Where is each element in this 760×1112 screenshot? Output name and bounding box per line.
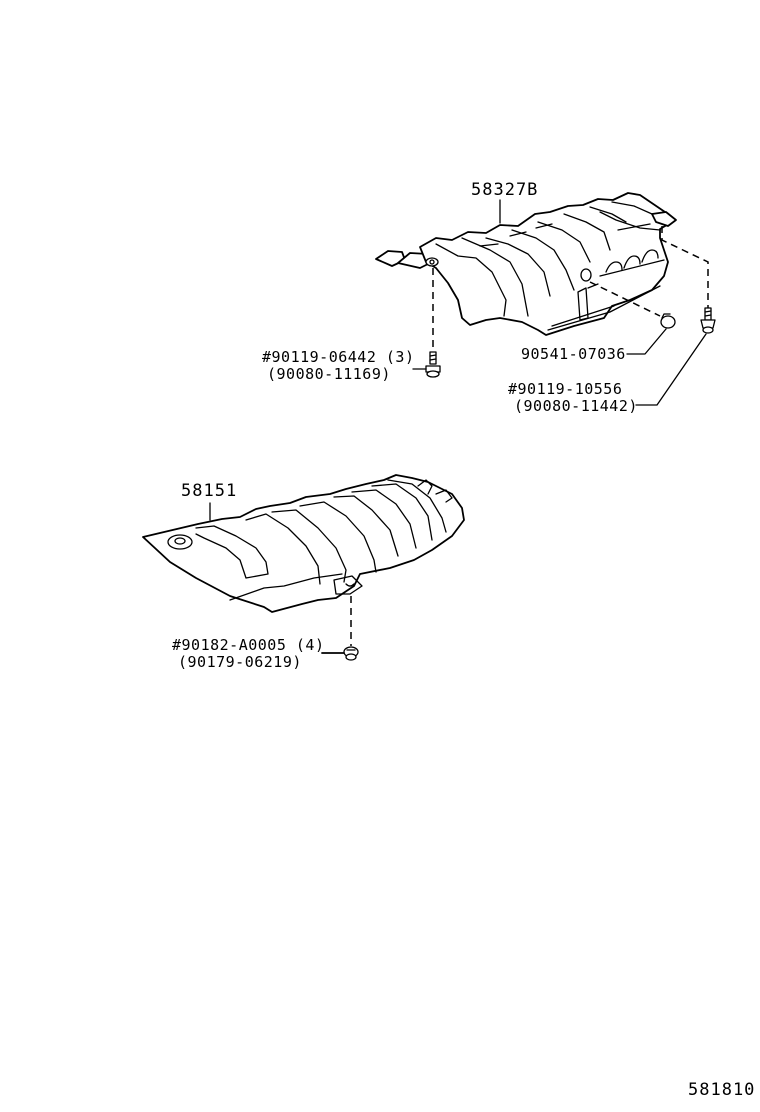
bolt-icon-lower[interactable] <box>343 646 359 661</box>
fastener-label-bolt-upper-right-line1[interactable]: #90119-10556 <box>508 380 623 398</box>
figure-code: 581810 <box>688 1080 756 1100</box>
part-label-lower-insulator[interactable]: 58151 <box>181 481 238 501</box>
lower-heat-insulator-drawing[interactable] <box>142 474 465 613</box>
clip-icon[interactable] <box>660 313 676 329</box>
fastener-label-bolt-upper-right-line2: (90080-11442) <box>514 397 638 415</box>
fastener-label-bolt-lower-line2: (90179-06219) <box>178 653 302 671</box>
leader-clip <box>626 328 667 355</box>
fastener-label-bolt-upper-left-line1[interactable]: #90119-06442 (3) <box>262 348 415 366</box>
leader-bolt-upper-right <box>635 333 707 406</box>
upper-heat-insulator-drawing[interactable] <box>375 192 677 336</box>
fastener-label-bolt-upper-left-line2: (90080-11169) <box>267 365 391 383</box>
bolt-icon-upper-left[interactable] <box>425 351 441 378</box>
part-label-upper-insulator[interactable]: 58327B <box>471 180 539 200</box>
dash-line-clip <box>589 281 661 317</box>
fastener-label-clip[interactable]: 90541-07036 <box>521 345 626 363</box>
fastener-label-bolt-lower-line1[interactable]: #90182-A0005 (4) <box>172 636 325 654</box>
bolt-icon-upper-right[interactable] <box>700 307 716 334</box>
dash-line-right-bolt <box>661 226 709 308</box>
